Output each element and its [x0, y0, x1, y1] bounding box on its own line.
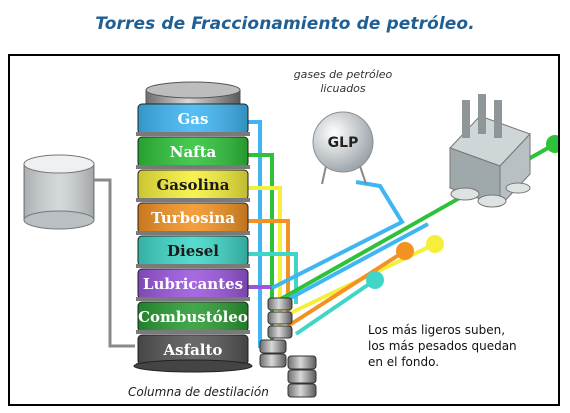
tower-cap: [145, 81, 241, 99]
glp-label: GLP: [328, 135, 359, 151]
tower-layer-shade: [138, 302, 248, 332]
tower-layer-shade: [138, 170, 248, 200]
note-line3: en el fondo.: [368, 355, 439, 369]
distillation-tower: GasNaftaGasolinaTurbosinaDieselLubricant…: [133, 81, 253, 373]
tower-layer-shade: [138, 104, 248, 134]
storage-tank: [23, 154, 135, 348]
tower-ring: [136, 132, 250, 136]
tower-ring: [136, 297, 250, 301]
tower-layer-label: Combustóleo: [138, 308, 248, 326]
tower-ring: [136, 165, 250, 169]
glp-caption-line2: licuados: [320, 82, 366, 95]
glp-sphere: GLP: [312, 111, 374, 185]
tower-layer-label: Lubricantes: [143, 275, 243, 293]
note-line1: Los más ligeros suben,: [368, 323, 505, 337]
tower-layer-label: Diesel: [167, 242, 219, 260]
tower-ring: [136, 264, 250, 268]
tower-layer-label: Turbosina: [151, 209, 235, 227]
tower-ring: [136, 330, 250, 334]
tower-base: [133, 359, 253, 373]
tower-layer-label: Nafta: [170, 143, 217, 161]
tower-layer-shade: [138, 335, 248, 365]
diagram-frame: GLP gases de petróleo licuados: [8, 54, 560, 406]
tower-ring: [136, 198, 250, 202]
tower-layer-shade: [138, 236, 248, 266]
tower-layer-label: Gas: [178, 110, 209, 128]
glp-caption-line1: gases de petróleo: [294, 68, 393, 81]
refinery-icon: [449, 94, 531, 208]
tower-ring: [136, 231, 250, 235]
note-line2: los más pesados quedan: [368, 339, 517, 353]
valve-stack: [259, 297, 317, 398]
tower-layer-shade: [138, 269, 248, 299]
diagram-title: Torres de Fraccionamiento de petróleo.: [95, 14, 475, 34]
tower-layer-label: Gasolina: [156, 176, 229, 194]
tower-layer-shade: [138, 137, 248, 167]
distillation-diagram: GLP gases de petróleo licuados: [23, 68, 558, 399]
tower-layer-label: Asfalto: [163, 341, 223, 359]
tower-caption: Columna de destilación: [128, 385, 269, 399]
tower-layer-shade: [138, 203, 248, 233]
